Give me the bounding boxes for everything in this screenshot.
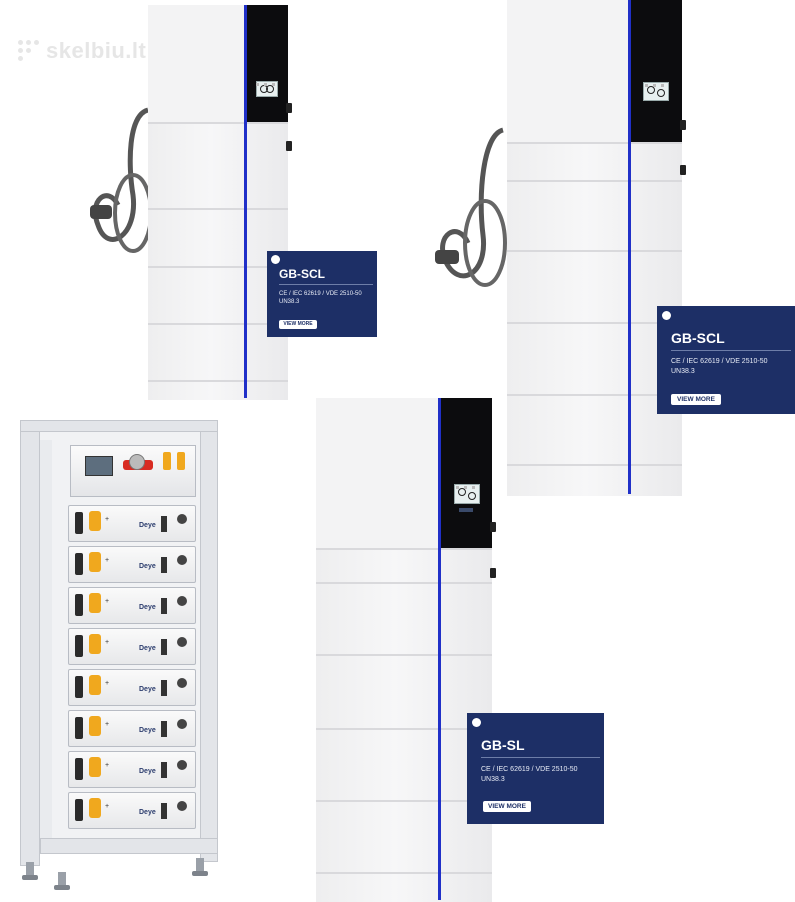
view-more-button[interactable]: VIEW MORE bbox=[279, 320, 317, 329]
terminal-icon bbox=[177, 678, 187, 688]
bms-display-icon bbox=[85, 456, 113, 476]
power-plug-icon bbox=[89, 511, 101, 531]
card-certifications: CE / IEC 62619 / VDE 2510-50 bbox=[279, 291, 362, 297]
handle-icon bbox=[75, 512, 83, 534]
power-plug-icon bbox=[89, 675, 101, 695]
handle-icon bbox=[75, 635, 83, 657]
terminal-icon bbox=[177, 719, 187, 729]
terminal-icon bbox=[177, 801, 187, 811]
battery-module: +Deye bbox=[68, 587, 196, 624]
terminal-icon bbox=[177, 514, 187, 524]
terminal-icon bbox=[177, 555, 187, 565]
battery-module: +Deye bbox=[68, 710, 196, 747]
battery-module: +Deye bbox=[68, 669, 196, 706]
watermark-text: skelbiu.lt bbox=[46, 38, 147, 63]
battery-tower-gb-scl-left bbox=[148, 5, 292, 400]
watermark: skelbiu.lt bbox=[18, 38, 146, 64]
power-plug-icon bbox=[89, 757, 101, 777]
power-plug-icon bbox=[89, 552, 101, 572]
battery-module: +Deye bbox=[68, 628, 196, 665]
card-un-rating: UN38.3 bbox=[279, 299, 300, 305]
terminal-icon bbox=[177, 637, 187, 647]
battery-brand-label: Deye bbox=[139, 768, 156, 775]
card-certifications: CE / IEC 62619 / VDE 2510-50 bbox=[671, 358, 768, 365]
battery-module: +Deye bbox=[68, 751, 196, 788]
battery-module: +Deye bbox=[68, 546, 196, 583]
product-card-gb-sl: GB-SL CE / IEC 62619 / VDE 2510-50 UN38.… bbox=[467, 713, 604, 824]
terminal-icon bbox=[177, 596, 187, 606]
battery-brand-label: Deye bbox=[139, 563, 156, 570]
battery-brand-label: Deye bbox=[139, 604, 156, 611]
ev-charger-cable-left bbox=[90, 107, 153, 253]
battery-brand-label: Deye bbox=[139, 686, 156, 693]
handle-icon bbox=[75, 594, 83, 616]
handle-icon bbox=[75, 799, 83, 821]
inverter-panel bbox=[246, 5, 288, 122]
power-plug-icon bbox=[89, 716, 101, 736]
view-more-button[interactable]: VIEW MORE bbox=[483, 801, 531, 812]
product-card-gb-scl-top-left: GB-SCL CE / IEC 62619 / VDE 2510-50 UN38… bbox=[267, 251, 377, 337]
power-plug-icon bbox=[89, 634, 101, 654]
card-title: GB-SCL bbox=[671, 330, 725, 346]
handle-icon bbox=[75, 717, 83, 739]
battery-brand-label: Deye bbox=[139, 809, 156, 816]
battery-module: +Deye bbox=[68, 505, 196, 542]
handle-icon bbox=[75, 676, 83, 698]
ev-charger-cable-right bbox=[435, 127, 507, 287]
inverter-display-icon bbox=[454, 484, 480, 504]
battery-brand-label: Deye bbox=[139, 727, 156, 734]
terminal-icon bbox=[177, 760, 187, 770]
card-title: GB-SCL bbox=[279, 267, 325, 281]
handle-icon bbox=[75, 758, 83, 780]
inverter-panel bbox=[630, 0, 682, 142]
battery-tower-gb-scl-right bbox=[507, 0, 686, 496]
handle-icon bbox=[75, 553, 83, 575]
battery-module: +Deye bbox=[68, 792, 196, 829]
battery-brand-label: Deye bbox=[139, 645, 156, 652]
power-plug-icon bbox=[89, 798, 101, 818]
inverter-panel bbox=[440, 398, 492, 548]
watermark-logo-icon bbox=[18, 40, 40, 62]
battery-control-box bbox=[70, 445, 196, 497]
card-un-rating: UN38.3 bbox=[481, 776, 505, 783]
battery-brand-label: Deye bbox=[139, 522, 156, 529]
card-title: GB-SL bbox=[481, 737, 525, 753]
card-un-rating: UN38.3 bbox=[671, 368, 695, 375]
view-more-button[interactable]: VIEW MORE bbox=[671, 394, 721, 405]
power-plug-icon bbox=[89, 593, 101, 613]
product-card-gb-scl-top-right: GB-SCL CE / IEC 62619 / VDE 2510-50 UN38… bbox=[657, 306, 795, 414]
card-certifications: CE / IEC 62619 / VDE 2510-50 bbox=[481, 766, 578, 773]
battery-tower-gb-sl bbox=[316, 398, 496, 902]
